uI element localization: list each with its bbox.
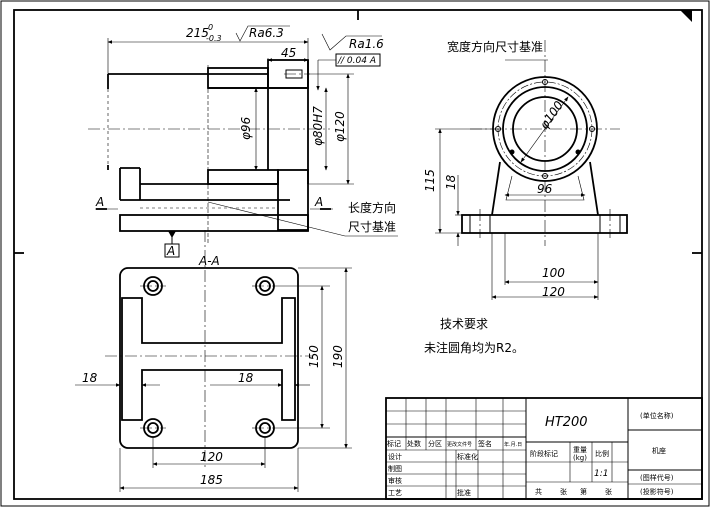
tb-sign: 签名 (478, 439, 492, 448)
tb-standardize: 标准化 (457, 452, 478, 461)
tb-drawing-no: (图样代号) (640, 473, 674, 482)
tb-scale-value: 1:1 (594, 469, 608, 479)
tb-drafting: 制图 (388, 464, 402, 473)
tb-scale: 比例 (595, 449, 609, 458)
tb-projection: (投影符号) (640, 487, 674, 496)
tb-stage-mark: 阶段标记 (530, 449, 558, 458)
dim-96: 96 (537, 182, 553, 196)
datum-a: A (166, 244, 175, 258)
section-name: A-A (198, 254, 220, 268)
front-section-view: A A A 215 0 -0.3 Ra6.3 45 Ra1.6 // 0.04 … (88, 23, 398, 258)
tb-change-doc: 更改文件号 (447, 441, 472, 448)
tb-material: HT200 (545, 415, 588, 430)
dim-115: 115 (423, 169, 437, 192)
dim-side-18: 18 (444, 174, 458, 190)
inner-frame (13, 9, 703, 500)
tolerance-frame: // 0.04 A (337, 56, 376, 66)
dim-plan-18-mid: 18 (238, 371, 254, 385)
roughness-ra63: Ra6.3 (249, 26, 284, 40)
tb-weight-unit: (kg) (573, 454, 587, 462)
tb-sheets: 张 (560, 487, 567, 496)
section-mark-left: A (95, 195, 104, 209)
width-datum: 宽度方向尺寸基准 (447, 39, 543, 54)
dim-150: 150 (307, 345, 321, 368)
tb-approve: 批准 (457, 488, 471, 497)
dim-phi80h7: φ80H7 (311, 106, 325, 146)
dim-phi100: φ100 (537, 98, 566, 132)
title-block: HT200 (单位名称) 机座 (图样代号) (投影符号) 标记 处数 分区 更… (385, 397, 703, 500)
notes-line1: 未注圆角均为R2。 (424, 340, 524, 355)
dim-185: 185 (200, 473, 223, 487)
tb-review: 审核 (388, 476, 402, 485)
tb-unit-name: (单位名称) (640, 411, 674, 420)
dim-215: 215 (186, 26, 209, 40)
dim-215-tol-up: 0 (208, 23, 213, 32)
dim-phi96: φ96 (239, 116, 253, 140)
tb-zone: 分区 (428, 439, 442, 448)
tb-part-name: 机座 (652, 446, 666, 455)
plan-section-view: A-A 18 18 150 190 (75, 230, 352, 492)
roughness-ra16: Ra1.6 (349, 37, 384, 51)
tb-design: 设计 (388, 452, 402, 461)
length-datum-2: 尺寸基准 (348, 220, 396, 234)
dim-plan-120: 120 (200, 450, 223, 464)
tb-mark: 标记 (387, 439, 401, 448)
tb-count: 处数 (407, 439, 421, 448)
length-datum-1: 长度方向 (348, 200, 396, 215)
dim-45: 45 (281, 46, 296, 60)
orientation-mark (680, 10, 692, 22)
tb-weight: 重量 (573, 446, 587, 454)
tb-date: 年.月.日 (504, 441, 522, 448)
notes-title: 技术要求 (440, 317, 488, 331)
dim-120: 120 (542, 285, 565, 299)
tb-total: 共 (535, 487, 542, 496)
dim-215-tol-low: -0.3 (206, 34, 222, 43)
dim-plan-18-left: 18 (82, 371, 98, 385)
dim-190: 190 (331, 345, 345, 368)
side-view: φ100 宽度方向尺寸基准 96 115 18 100 120 (423, 39, 628, 300)
dim-phi120: φ120 (333, 111, 347, 142)
tb-sheet-unit: 张 (605, 487, 612, 496)
dim-100: 100 (542, 266, 565, 280)
section-mark-right: A (314, 195, 323, 209)
tb-process: 工艺 (388, 489, 402, 497)
tb-sheet-no: 第 (580, 487, 587, 496)
